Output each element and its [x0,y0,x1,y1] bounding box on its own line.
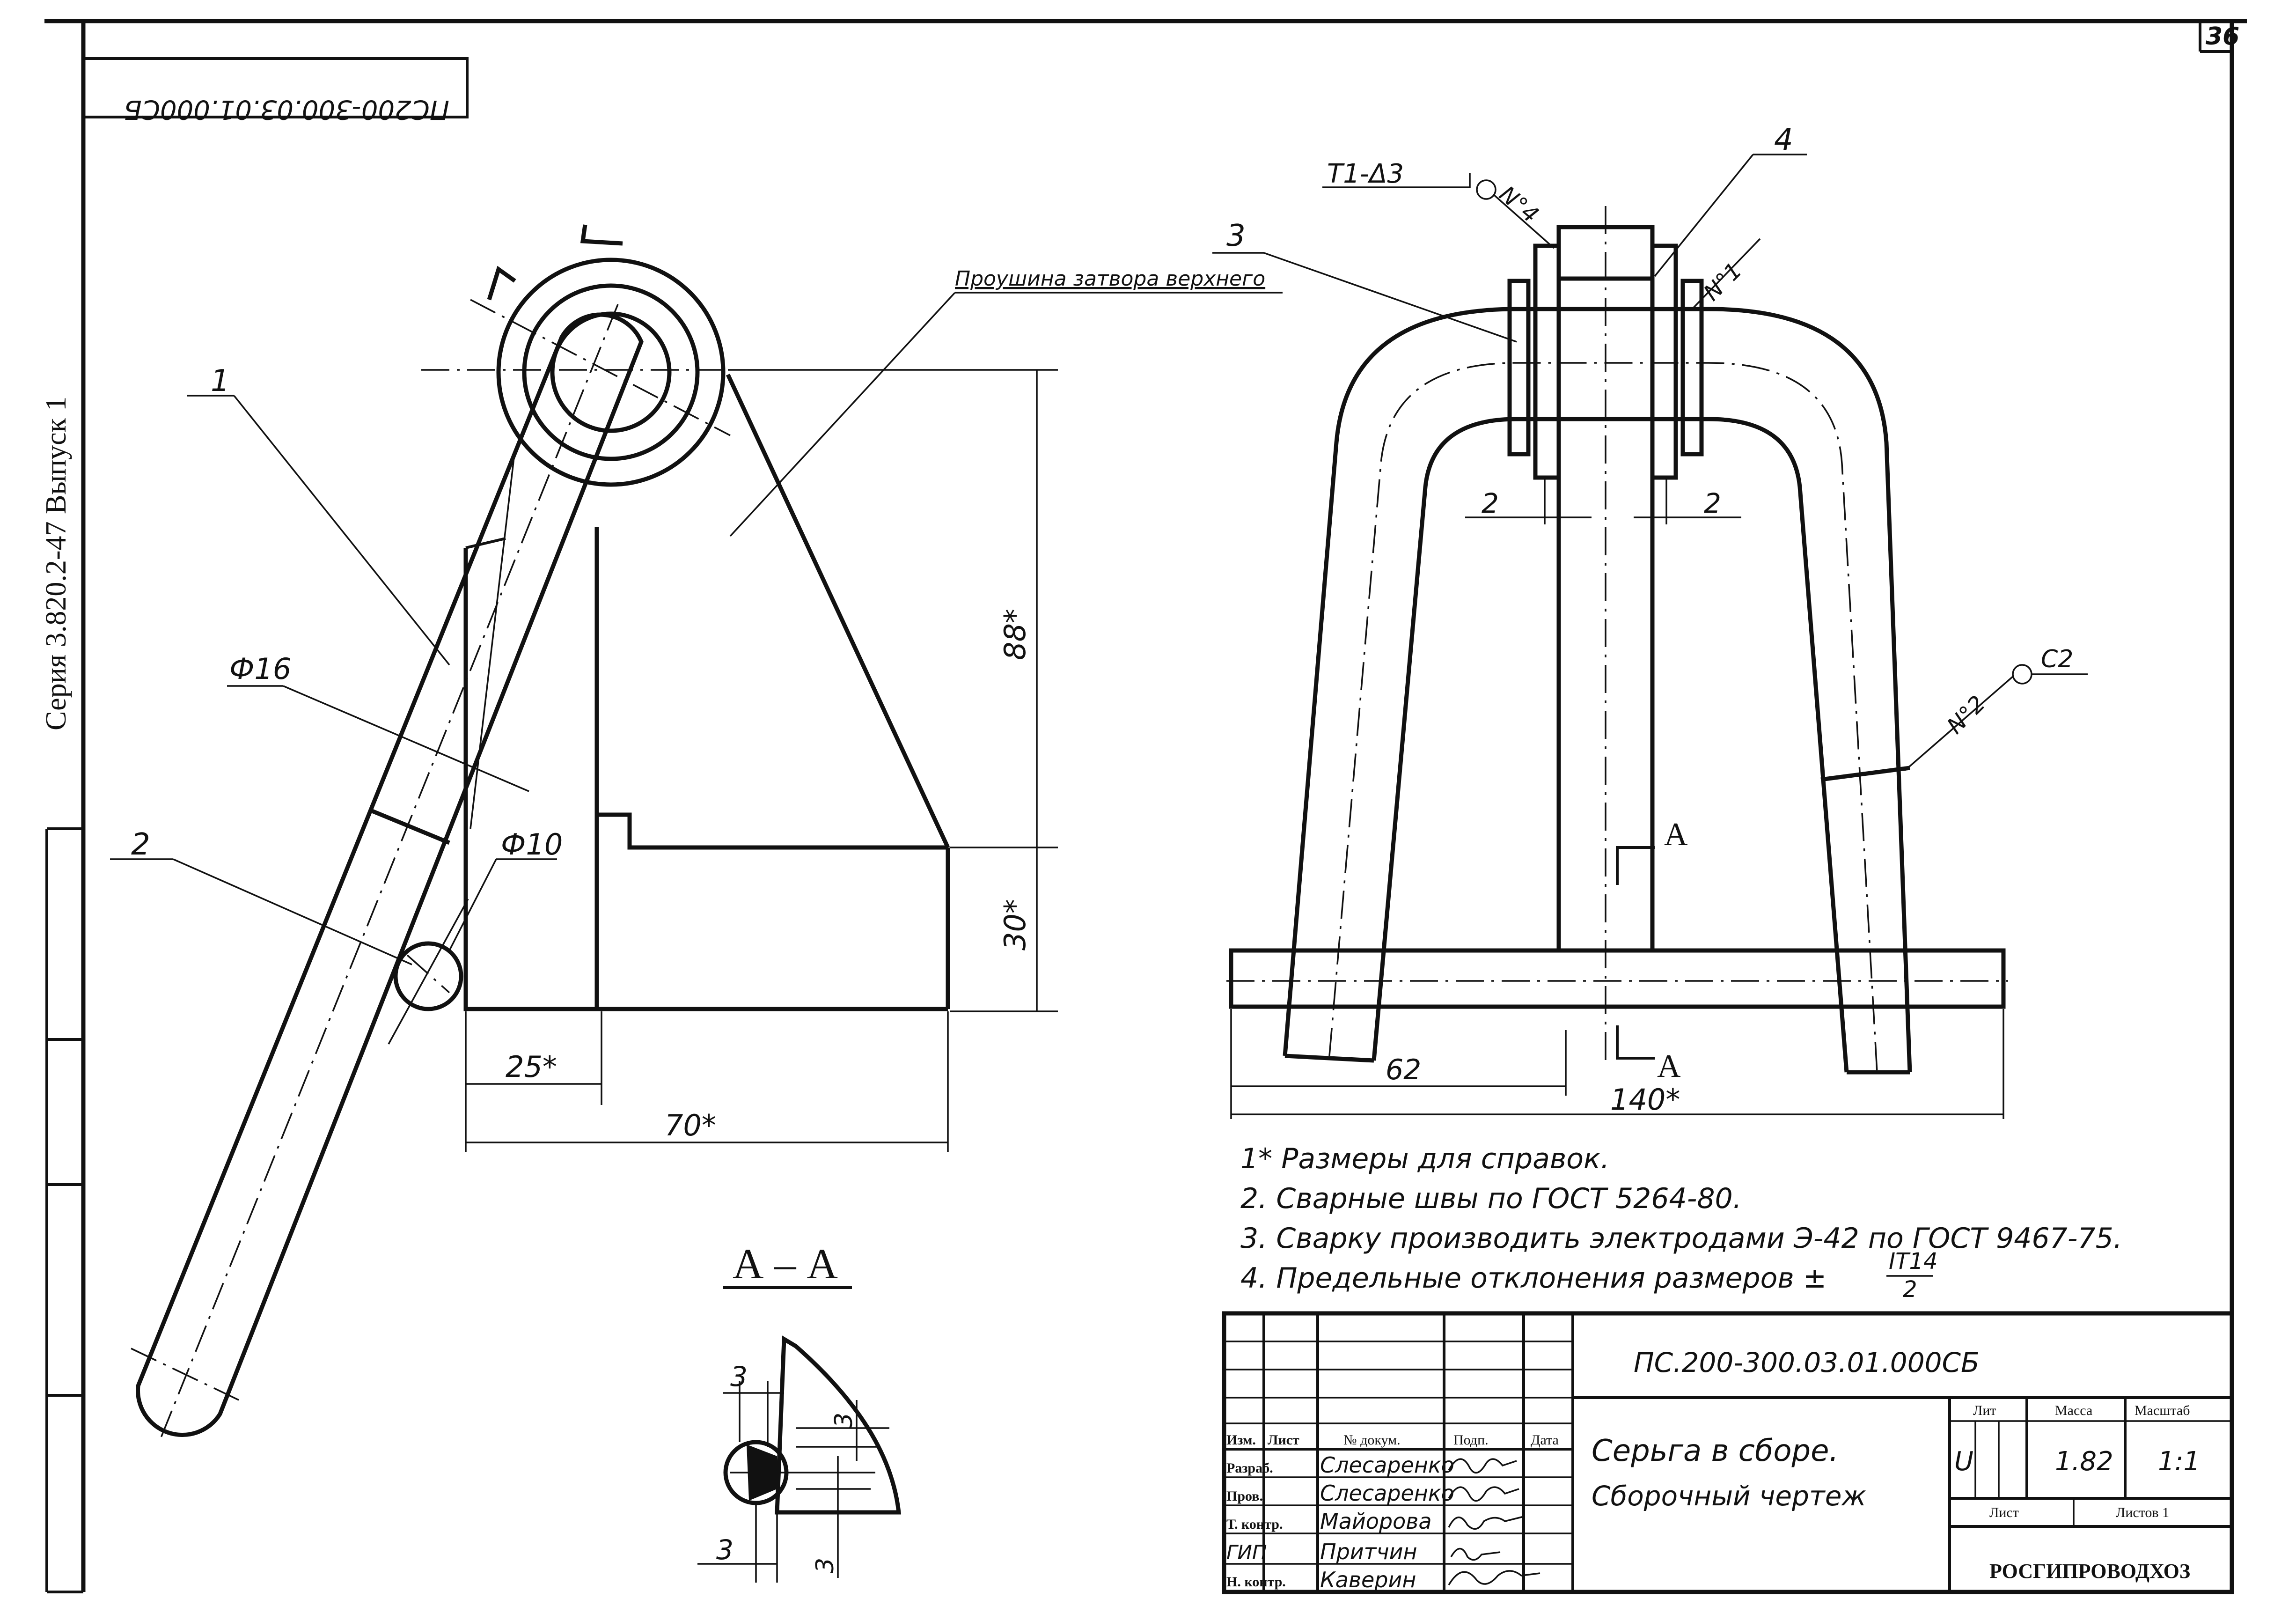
tb-name-4: Каверин [1320,1567,1416,1592]
tb-mass-value: 1.82 [2055,1446,2113,1477]
tb-organization: РОСГИПРОВОДХОЗ [1989,1560,2190,1583]
tb-lit-header: Лит [1973,1403,1996,1418]
part-label-1: 1 [211,364,230,398]
tb-role-4: Н. контр. [1226,1574,1286,1590]
section-mark-bottom: А [1657,1048,1681,1084]
dim-2-left: 2 [1482,487,1499,519]
note-1: 1* Размеры для справок. [1240,1142,1609,1175]
tb-role-3: ГИП [1226,1541,1267,1564]
series-label: Серия 3.820.2-47 Выпуск 1 [40,397,72,730]
note-3: 3. Сварку производить электродами Э-42 п… [1240,1222,2122,1255]
tb-col-docno: № докум. [1343,1432,1401,1448]
tolerance-denominator: 2 [1903,1276,1917,1303]
note-2: 2. Сварные швы по ГОСТ 5264-80. [1240,1182,1742,1215]
tb-col-sign: Подп. [1453,1432,1489,1448]
tb-col-date: Дата [1531,1432,1559,1448]
callout-text: Проушина затвора верхнего [955,267,1265,291]
dim-phi16: Ф16 [229,652,291,686]
tb-col-izm: Изм. [1226,1432,1256,1448]
dim-62: 62 [1386,1053,1421,1086]
dim-phi10: Ф10 [501,827,563,862]
tb-mass-header: Масса [2055,1403,2092,1418]
rotated-doc-code: ПС200-300.03.01.000СБ [124,94,449,125]
rotated-code-box: ПС200-300.03.01.000СБ [82,57,469,125]
tb-role-0: Разраб. [1226,1460,1273,1476]
section-dim-3-top: 3 [730,1361,748,1392]
title-block: ПС.200-300.03.01.000СБ Серьга в сборе. С… [1222,1311,2234,1594]
tb-role-2: Т. контр. [1226,1517,1283,1532]
part-label-4: 4 [1774,123,1793,157]
dim-70: 70* [665,1108,716,1142]
right-view: Т1-Δ3 N°4 4 3 N°1 2 2 N°2 С2 А [1212,123,2088,1119]
tb-name-0: Слесаренко [1320,1452,1454,1478]
tb-sheets-label: Листов 1 [2116,1505,2169,1520]
notes: 1* Размеры для справок. 2. Сварные швы п… [1240,1142,2122,1303]
dim-2-right: 2 [1704,487,1721,519]
tb-designation: ПС.200-300.03.01.000СБ [1634,1347,1980,1378]
part-label-2: 2 [131,827,150,862]
tb-name-2: Майорова [1320,1509,1432,1534]
section-view: А – А 3 3 3 3 [697,1240,902,1583]
part-label-3: 3 [1226,219,1246,253]
tb-col-list: Лист [1268,1432,1299,1448]
tolerance-numerator: IT14 [1889,1248,1938,1274]
dim-30: 30* [998,899,1032,950]
section-mark-top: А [1664,817,1688,853]
section-dim-3-right-upper: 3 [830,1413,858,1428]
weld-no-1: N°1 [1699,258,1747,306]
tb-sheet-label: Лист [1989,1505,2019,1520]
dim-88: 88* [998,609,1032,660]
section-dim-3-right-lower: 3 [811,1558,839,1573]
weld-symbol-1: Т1-Δ3 [1327,159,1404,189]
sheet-frame [44,19,2247,1593]
tb-role-1: Пров. [1226,1488,1263,1504]
note-4: 4. Предельные отклонения размеров ± [1240,1262,1827,1295]
dim-25: 25* [506,1050,557,1084]
weld-symbol-2: С2 [2041,645,2073,673]
weld-no-4: N°4 [1494,181,1543,228]
dim-140: 140* [1610,1083,1680,1117]
page-number: 36 [2206,22,2239,51]
tb-lit-value: U [1954,1446,1973,1477]
signatures [1448,1458,1540,1585]
tb-name-3: Притчин [1320,1539,1417,1564]
section-dim-3-bottom: 3 [716,1534,734,1566]
tb-name-1: Слесаренко [1320,1481,1454,1506]
tb-title-line2: Сборочный чертеж [1592,1480,1866,1512]
tb-scale-header: Масштаб [2135,1403,2190,1418]
section-title: А – А [733,1240,838,1288]
tb-title-line1: Серьга в сборе. [1592,1434,1839,1468]
tb-scale-value: 1:1 [2158,1446,2200,1477]
left-view: 1 Ф16 2 Ф10 Проушина затвора верхнего 88… [110,224,1283,1443]
